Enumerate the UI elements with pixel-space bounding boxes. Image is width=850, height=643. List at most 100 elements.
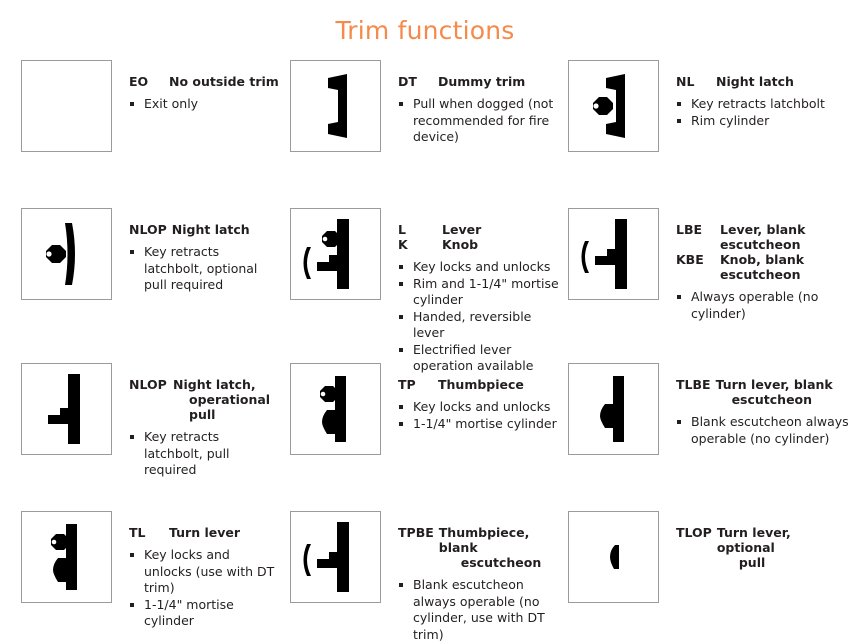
trim-info: TLOP Turn lever, optional pull [659, 511, 850, 570]
lever-knob-blank-escutcheon-icon [568, 208, 659, 300]
trim-row: NLOP Night latch, operational pull Key r… [0, 363, 850, 511]
list-item: Electrified lever operation available [398, 342, 560, 375]
trim-bullets: Key retracts latchbolt Rim cylinder [676, 96, 850, 129]
list-item: Key retracts latchbolt [676, 96, 850, 113]
trim-code: TLOP [676, 525, 712, 540]
trim-code: NLOP [129, 377, 167, 392]
trim-name: Turn lever [169, 525, 241, 540]
trim-bullets: Key retracts latchbolt, pull required [129, 429, 280, 479]
list-item: Pull when dogged (not recommended for fi… [398, 96, 560, 146]
dummy-trim-pull-icon [290, 60, 381, 152]
trim-functions-grid: EO No outside trim Exit only DT Dummy tr… [0, 60, 850, 642]
trim-heading: DT Dummy trim [398, 74, 560, 89]
trim-code: NL [676, 74, 695, 89]
lever-knob-cylinder-icon [290, 208, 381, 300]
trim-card-nl[interactable]: NL Night latch Key retracts latchbolt Ri… [560, 60, 850, 208]
trim-heading: TLOP Turn lever, optional pull [676, 525, 850, 570]
turn-lever-blank-escutcheon-icon [568, 363, 659, 455]
thumbpiece-blank-escutcheon-icon [290, 511, 381, 603]
trim-code: TL [129, 525, 146, 540]
trim-name-line1: Knob, blank [720, 252, 805, 267]
trim-card-tl[interactable]: TL Turn lever Key locks and unlocks (use… [0, 511, 280, 631]
trim-card-dt[interactable]: DT Dummy trim Pull when dogged (not reco… [280, 60, 560, 208]
trim-name: Turn lever, blank escutcheon [716, 377, 850, 407]
night-latch-operational-pull-icon [21, 363, 112, 455]
trim-info: TP Thumbpiece Key locks and unlocks 1-1/… [381, 363, 560, 432]
list-item: Rim cylinder [676, 113, 850, 130]
turn-lever-cylinder-icon [21, 511, 112, 603]
trim-name-line1: Lever, blank [720, 222, 806, 237]
trim-name: Knob [442, 237, 479, 252]
trim-heading: LBE Lever, blank escutcheon [676, 222, 850, 252]
trim-name-line1: Turn lever, blank [715, 377, 833, 392]
trim-name-line2: escutcheon [720, 237, 801, 252]
trim-info: L Lever K Knob Key locks and unlocks Rim… [381, 208, 560, 375]
trim-bullets: Key retracts latchbolt, optional pull re… [129, 244, 280, 294]
trim-name-line2: escutcheon [460, 555, 542, 570]
trim-code: KBE [676, 252, 704, 267]
trim-bullets: Exit only [129, 96, 280, 113]
trim-card-tlbe[interactable]: TLBE Turn lever, blank escutcheon Blank … [560, 363, 850, 511]
trim-heading: NL Night latch [676, 74, 850, 89]
page-title: Trim functions [335, 16, 515, 45]
trim-bullets: Key locks and unlocks Rim and 1-1/4" mor… [398, 259, 560, 375]
night-latch-optional-pull-icon [21, 208, 112, 300]
trim-name-line2: pull [738, 555, 766, 570]
trim-heading: NLOP Night latch [129, 222, 280, 237]
list-item: Key retracts latchbolt, pull required [129, 429, 280, 479]
thumbpiece-cylinder-icon [290, 363, 381, 455]
night-latch-cylinder-pull-icon [568, 60, 659, 152]
trim-info: NLOP Night latch, operational pull Key r… [112, 363, 280, 479]
trim-name-line1: Thumbpiece, blank [438, 525, 530, 555]
list-item: Blank escutcheon always operable (no cyl… [398, 577, 560, 643]
trim-info: EO No outside trim Exit only [112, 60, 280, 113]
list-item: Key locks and unlocks [398, 259, 560, 276]
trim-card-lever-knob[interactable]: L Lever K Knob Key locks and unlocks Rim… [280, 208, 560, 373]
trim-name: Turn lever, optional pull [717, 525, 850, 570]
trim-info: NL Night latch Key retracts latchbolt Ri… [659, 60, 850, 129]
trim-name: Lever, blank escutcheon [720, 222, 850, 252]
trim-card-nlop[interactable]: NLOP Night latch Key retracts latchbolt,… [0, 208, 280, 363]
trim-heading: EO No outside trim [129, 74, 280, 89]
trim-code: K [398, 237, 408, 252]
list-item: Handed, reversible lever [398, 309, 560, 342]
trim-card-eo[interactable]: EO No outside trim Exit only [0, 60, 280, 208]
list-item: Always operable (no cylinder) [676, 289, 850, 322]
trim-name-line1: Turn lever, optional [716, 525, 791, 555]
trim-bullets: Key locks and unlocks 1-1/4" mortise cyl… [398, 399, 560, 432]
trim-name: Lever [442, 222, 482, 237]
trim-name: Dummy trim [438, 74, 526, 89]
trim-none-icon [21, 60, 112, 152]
list-item: Key locks and unlocks [398, 399, 560, 416]
trim-heading: KBE Knob, blank escutcheon [676, 252, 850, 282]
trim-card-tpbe[interactable]: TPBE Thumbpiece, blank escutcheon Blank … [280, 511, 560, 642]
trim-card-lbe-kbe[interactable]: LBE Lever, blank escutcheon KBE Knob, bl… [560, 208, 850, 363]
trim-name: Thumbpiece [438, 377, 524, 392]
trim-card-tp[interactable]: TP Thumbpiece Key locks and unlocks 1-1/… [280, 363, 560, 511]
list-item: 1-1/4" mortise cylinder [398, 416, 560, 433]
trim-name: Night latch [171, 222, 250, 237]
trim-code: NLOP [129, 222, 167, 237]
trim-heading: TL Turn lever [129, 525, 280, 540]
list-item: Rim and 1-1/4" mortise cylinder [398, 276, 560, 309]
trim-heading: K Knob [398, 237, 560, 252]
trim-code: TPBE [398, 525, 434, 540]
turn-lever-optional-pull-icon [568, 511, 659, 603]
trim-row: NLOP Night latch Key retracts latchbolt,… [0, 208, 850, 373]
trim-info: LBE Lever, blank escutcheon KBE Knob, bl… [659, 208, 850, 322]
trim-info: TPBE Thumbpiece, blank escutcheon Blank … [381, 511, 560, 643]
trim-name: Night latch [716, 74, 794, 89]
trim-info: TLBE Turn lever, blank escutcheon Blank … [659, 363, 850, 447]
trim-card-nlop-operational[interactable]: NLOP Night latch, operational pull Key r… [0, 363, 280, 511]
trim-heading: TPBE Thumbpiece, blank escutcheon [398, 525, 560, 570]
trim-row: EO No outside trim Exit only DT Dummy tr… [0, 60, 850, 208]
trim-card-tlop[interactable]: TLOP Turn lever, optional pull [560, 511, 850, 631]
trim-name: Knob, blank escutcheon [720, 252, 850, 282]
trim-bullets: Blank escutcheon always operable (no cyl… [398, 577, 560, 643]
trim-bullets: Blank escutcheon always operable (no cyl… [676, 414, 850, 447]
trim-heading: TP Thumbpiece [398, 377, 560, 392]
trim-code: LBE [676, 222, 703, 237]
trim-code: TP [398, 377, 416, 392]
list-item: Blank escutcheon always operable (no cyl… [676, 414, 850, 447]
trim-bullets: Key locks and unlocks (use with DT trim)… [129, 547, 280, 630]
